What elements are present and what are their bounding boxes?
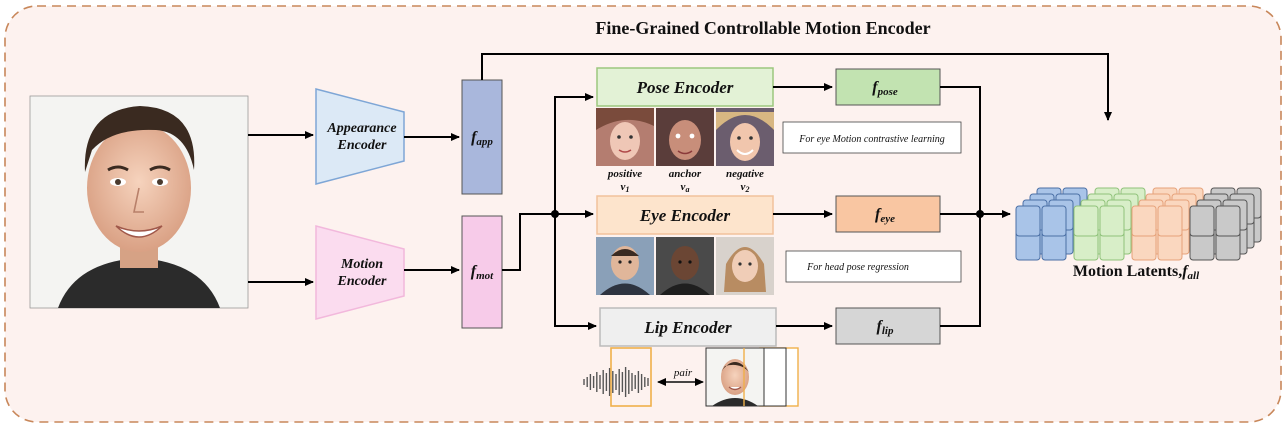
audio-waveform xyxy=(583,367,649,397)
latent-cube xyxy=(1215,205,1241,237)
eye-sample-anchor-photo xyxy=(656,108,714,166)
appearance-encoder-block: Appearance Encoder xyxy=(315,88,405,185)
audio-window-box xyxy=(610,347,652,407)
latent-cube xyxy=(1099,205,1125,237)
caption-anchor-sub: a xyxy=(685,185,689,194)
motion-latents-base: f xyxy=(1182,263,1189,280)
note-head-regression: For head pose regression xyxy=(785,250,962,283)
head-pose-photo-3 xyxy=(716,237,774,295)
f-mot-base: f xyxy=(471,263,478,280)
svg-text:feye: feye xyxy=(875,206,895,225)
caption-negative-sym: v xyxy=(741,181,746,193)
motion-encoder-label-2: Encoder xyxy=(337,274,388,289)
caption-anchor-word: anchor xyxy=(669,168,702,180)
latent-cube xyxy=(1015,205,1041,237)
f-mot-feature: fmot xyxy=(461,215,503,329)
lip-encoder-block: Lip Encoder xyxy=(599,307,777,347)
f-lip-sub: lip xyxy=(882,325,894,337)
head-pose-photo-1 xyxy=(596,237,654,295)
svg-text:fapp: fapp xyxy=(471,129,493,148)
latent-cube xyxy=(1157,205,1183,237)
f-eye-sub: eye xyxy=(880,213,895,225)
f-mot-sub: mot xyxy=(476,270,494,282)
head-pose-photo-2 xyxy=(656,237,714,295)
note-eye-contrastive: For eye Motion contrastive learning xyxy=(782,121,962,154)
latent-cube xyxy=(1131,205,1157,237)
f-app-base: f xyxy=(471,129,478,146)
motion-encoder-label-1: Motion xyxy=(340,257,383,272)
svg-text:Motion Latents,fall: Motion Latents,fall xyxy=(1073,263,1200,282)
motion-encoder-block: Motion Encoder xyxy=(315,225,405,320)
eye-sample-negative-photo xyxy=(716,108,774,166)
svg-text:flip: flip xyxy=(877,318,894,337)
svg-text:fmot: fmot xyxy=(471,263,494,282)
f-eye-feature: feye xyxy=(835,195,941,233)
f-app-sub: app xyxy=(476,136,493,148)
latent-cube xyxy=(1189,205,1215,237)
latent-cube xyxy=(1073,205,1099,237)
pose-encoder-block: Pose Encoder xyxy=(596,67,774,107)
caption-anchor-sym: v xyxy=(681,181,686,193)
appearance-encoder-label-1: Appearance xyxy=(326,121,396,136)
lip-frames-stack xyxy=(705,347,799,407)
pose-encoder-label: Pose Encoder xyxy=(636,78,734,97)
latent-cube xyxy=(1041,205,1067,237)
appearance-encoder-label-2: Encoder xyxy=(337,138,388,153)
f-lip-base: f xyxy=(877,318,884,335)
svg-text:v2: v2 xyxy=(741,181,750,194)
f-app-feature: fapp xyxy=(461,79,503,195)
f-eye-base: f xyxy=(875,206,882,223)
svg-text:fpose: fpose xyxy=(872,79,898,98)
note-head-text: For head pose regression xyxy=(806,262,909,273)
pair-label: pair xyxy=(673,367,693,379)
caption-positive-sym: v xyxy=(621,181,626,193)
eye-encoder-label: Eye Encoder xyxy=(639,206,731,225)
svg-text:v1: v1 xyxy=(621,181,630,194)
motion-latents-prefix: Motion Latents, xyxy=(1073,263,1182,280)
caption-negative-sub: 2 xyxy=(744,185,749,194)
caption-negative-word: negative xyxy=(726,168,764,180)
f-pose-feature: fpose xyxy=(835,68,941,106)
diagram-title: Fine-Grained Controllable Motion Encoder xyxy=(595,18,930,38)
f-pose-base: f xyxy=(872,79,879,96)
eye-sample-positive-photo xyxy=(596,108,654,166)
svg-text:va: va xyxy=(681,181,690,194)
f-pose-sub: pose xyxy=(877,86,898,98)
motion-latents-cubes xyxy=(1015,187,1262,261)
caption-positive-word: positive xyxy=(607,168,642,180)
source-face-photo xyxy=(29,95,249,309)
motion-latents-sub: all xyxy=(1188,270,1201,282)
caption-positive-sub: 1 xyxy=(625,185,629,194)
lip-encoder-label: Lip Encoder xyxy=(643,318,732,337)
note-eye-text: For eye Motion contrastive learning xyxy=(798,134,945,145)
f-lip-feature: flip xyxy=(835,307,941,345)
eye-encoder-block: Eye Encoder xyxy=(596,195,774,235)
